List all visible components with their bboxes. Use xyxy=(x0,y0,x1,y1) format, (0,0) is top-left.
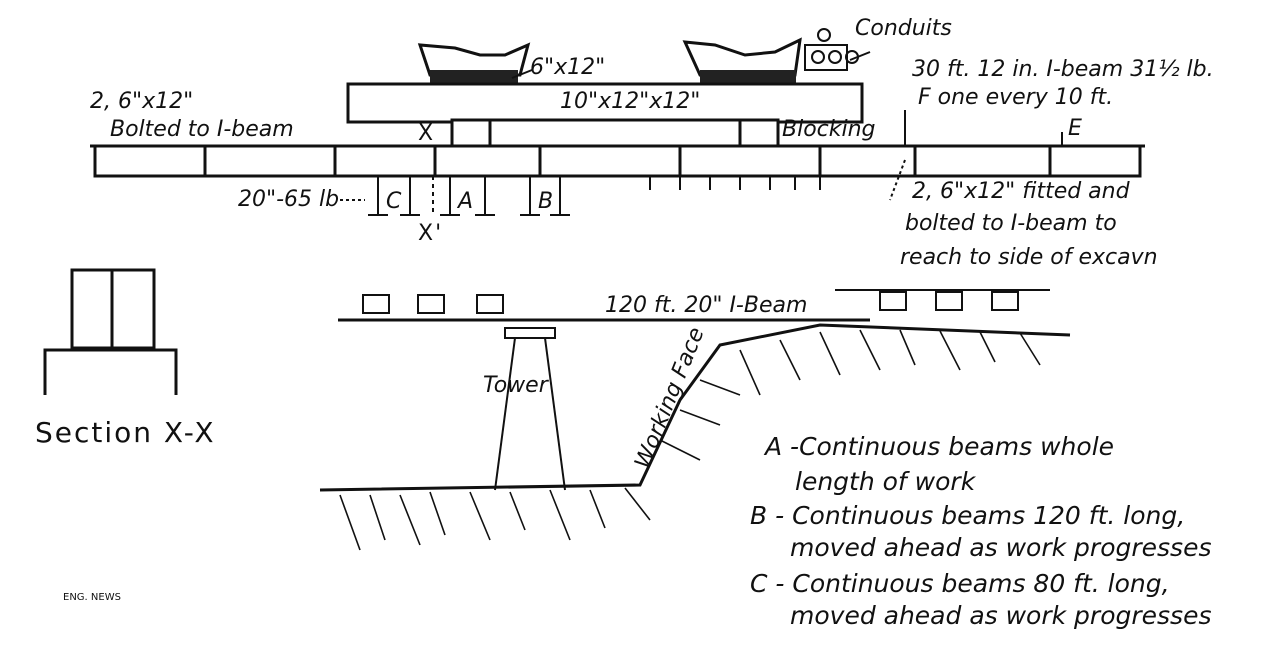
conduits-label: Conduits xyxy=(855,16,952,41)
beam-20-65lb-label: 20"-65 lb xyxy=(238,187,339,212)
section-mark-x: X xyxy=(418,121,435,146)
blocking-label: Blocking xyxy=(782,117,876,142)
legend-a-line2: length of work xyxy=(795,467,977,496)
beam-a-label: A xyxy=(456,189,473,214)
fitted-line-3: reach to side of excavn xyxy=(900,245,1158,270)
blocking-right xyxy=(738,118,780,148)
working-face-label: Working Face xyxy=(630,324,709,472)
legend-a-line1: A -Continuous beams whole xyxy=(763,432,1114,461)
fitted-line-1: 2, 6"x12" fitted and xyxy=(912,179,1131,204)
rail-section-left xyxy=(417,42,531,86)
section-title: Section X-X xyxy=(35,416,216,449)
credit-label: ENG. NEWS xyxy=(63,592,121,603)
beam-c-label: C xyxy=(386,189,402,214)
legend-b-line1: B - Continuous beams 120 ft. long, xyxy=(750,501,1185,530)
one-every-10ft-label: F one every 10 ft. xyxy=(918,85,1113,110)
main-i-beam-row xyxy=(90,144,1145,178)
tower xyxy=(494,327,566,491)
legend-c-line2: moved ahead as work progresses xyxy=(790,601,1211,630)
blocking-left xyxy=(450,118,492,148)
rails-on-beam xyxy=(362,291,1019,314)
legend: A -Continuous beams whole length of work… xyxy=(750,432,1211,630)
beam-10x12x12-label: 10"x12"x12" xyxy=(560,89,700,114)
section-mark-x-prime: X' xyxy=(418,221,443,246)
label-e: E xyxy=(1068,116,1082,141)
legend-c-line1: C - Continuous beams 80 ft. long, xyxy=(750,569,1170,598)
i-beam-120ft-label: 120 ft. 20" I-Beam xyxy=(605,293,807,318)
bolted-label: Bolted to I-beam xyxy=(110,117,294,142)
leader-lines xyxy=(340,51,1063,201)
excavation-ground xyxy=(319,323,1071,551)
fitted-line-2: bolted to I-beam to xyxy=(905,211,1117,236)
i-beam-30ft-label: 30 ft. 12 in. I-beam 31½ lb. xyxy=(912,57,1214,82)
rail-section-right xyxy=(682,37,802,86)
legend-b-line2: moved ahead as work progresses xyxy=(790,533,1211,562)
cross-beams xyxy=(368,175,821,216)
plank-label: 2, 6"x12" xyxy=(90,89,193,114)
beam-b-label: B xyxy=(538,189,553,214)
size-6x12-label: 6"x12" xyxy=(530,55,605,80)
tower-label: Tower xyxy=(483,373,550,398)
section-x-x-drawing xyxy=(43,268,178,395)
conduit-box xyxy=(804,28,859,71)
blocking-center xyxy=(488,118,742,148)
